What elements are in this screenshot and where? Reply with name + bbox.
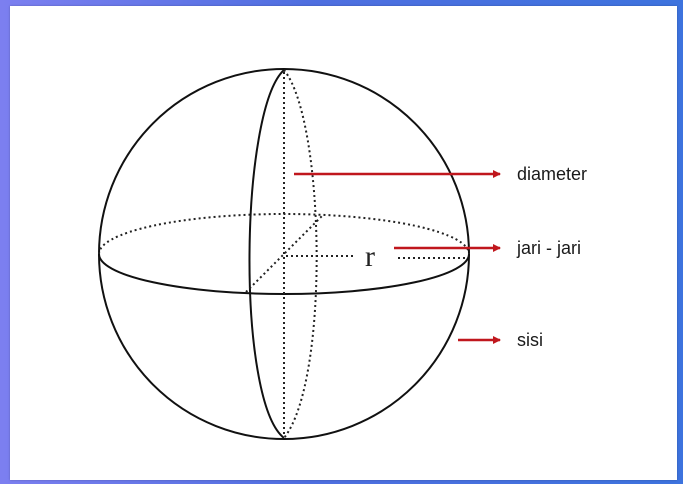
radius-label: jari - jari [516,238,581,258]
meridian-back-dotted [283,69,318,439]
diameter-label: diameter [517,164,587,184]
side-label: sisi [517,330,543,350]
meridian-front-solid [248,69,285,439]
diagram-panel [10,6,677,480]
radius-symbol: r [365,240,375,273]
